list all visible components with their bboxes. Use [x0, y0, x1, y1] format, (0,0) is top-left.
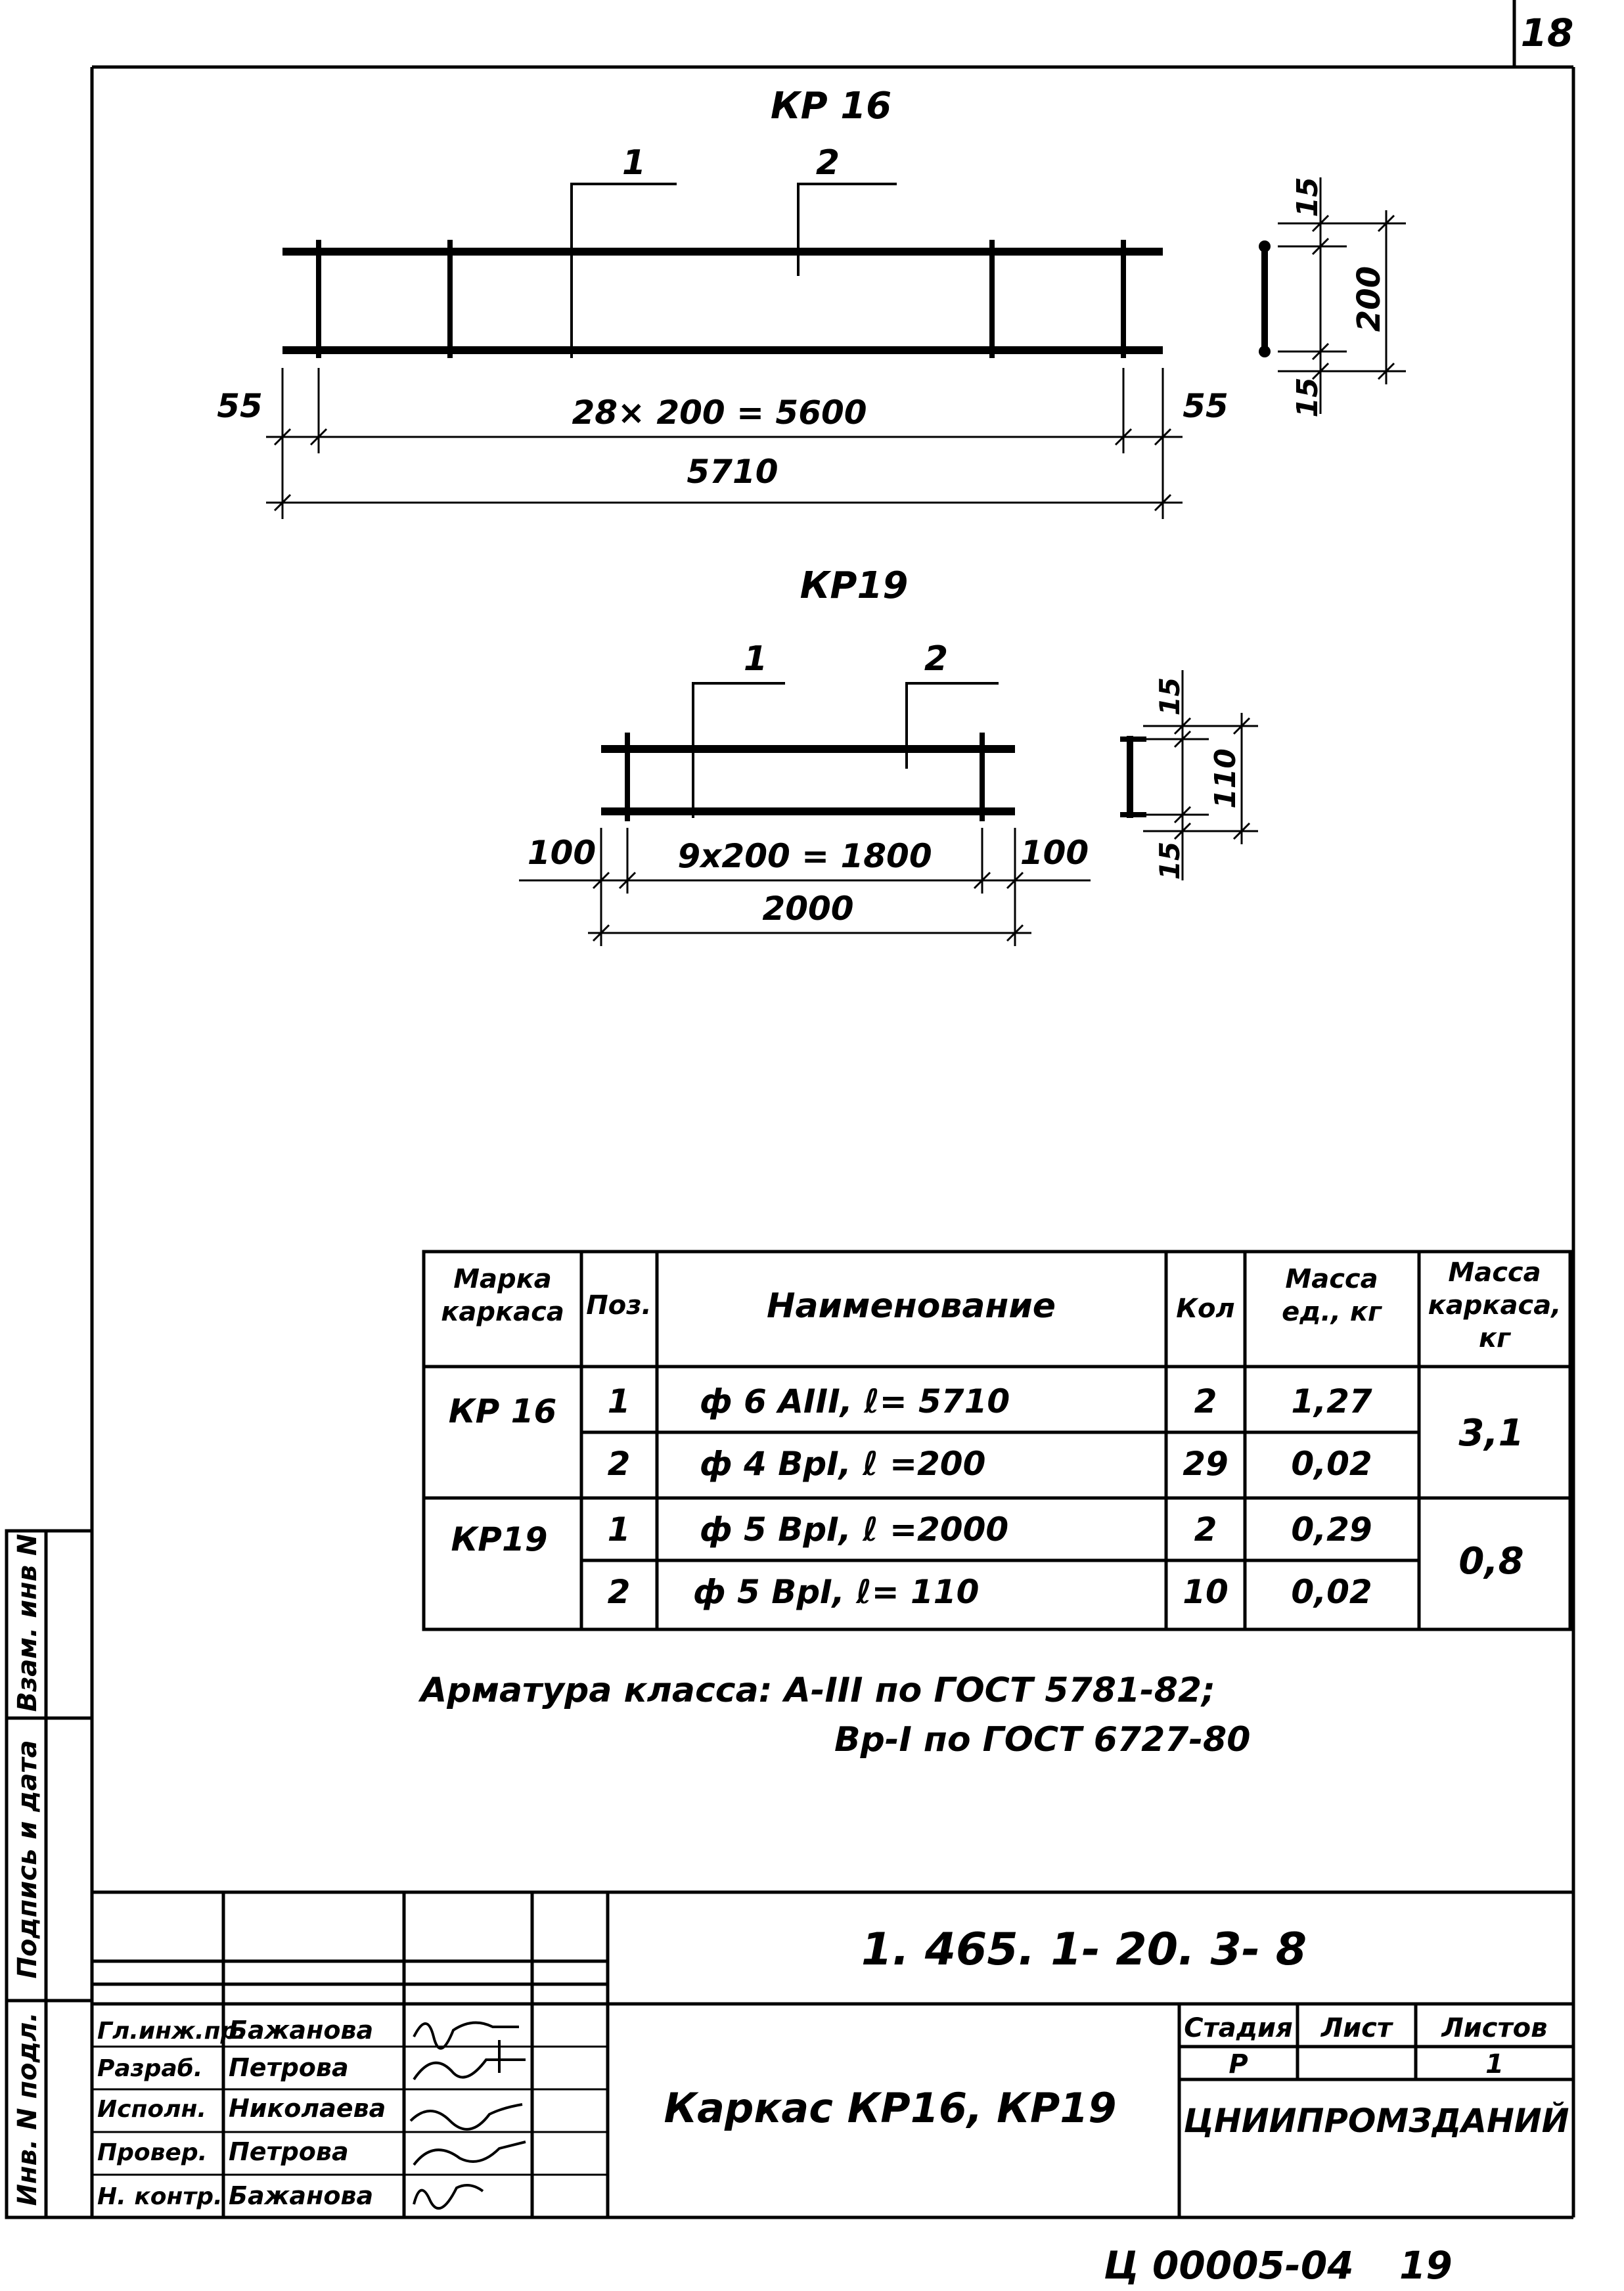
kr16-dim-span: 28× 200 = 5600	[572, 394, 867, 432]
name-cell: ф 6 АIII, ℓ= 5710	[700, 1382, 1010, 1420]
kr19-pos1: 1	[744, 639, 767, 679]
th-mass-frame-3: кг	[1479, 1323, 1511, 1353]
doc-title: Каркас КР16, КР19	[664, 2084, 1116, 2132]
kr19-section-dim-bottom: 15	[1154, 842, 1186, 880]
name-cell: ф 5 ВрI, ℓ =2000	[700, 1510, 1008, 1549]
role-label: Н. контр.	[97, 2183, 223, 2210]
kr16-transverse-bars	[316, 240, 1126, 358]
kr16-section-dim-top: 15	[1291, 177, 1324, 217]
kr16-section-dim-height: 200	[1351, 266, 1387, 332]
pos-cell: 1	[608, 1510, 631, 1549]
top-sheet-number: 18	[1521, 11, 1574, 55]
mass-cell: 0,29	[1291, 1510, 1372, 1549]
kr19-section-dim-height: 110	[1209, 748, 1242, 809]
th-pos: Поз.	[586, 1290, 651, 1321]
kr16-leaders	[570, 183, 897, 358]
mass-cell: 0,02	[1291, 1573, 1372, 1611]
kr16-title: КР 16	[771, 85, 891, 127]
qty-cell: 2	[1194, 1510, 1217, 1549]
mark-cell: КР 16	[449, 1392, 557, 1430]
sheets-label: Листов	[1441, 2013, 1548, 2043]
qty-cell: 2	[1194, 1382, 1217, 1420]
side-stamp-inv: Инв. N подл.	[12, 2012, 43, 2206]
kr19-dim-right: 100	[1020, 834, 1089, 872]
mass-cell: 1,27	[1291, 1382, 1372, 1420]
kr19-dim-left: 100	[528, 834, 596, 872]
role-name: Петрова	[229, 2137, 349, 2166]
kr19-dimensions	[519, 828, 1091, 946]
role-label: Гл.инж.пр.	[97, 2018, 246, 2045]
kr16-section: 15 200 15	[1259, 177, 1406, 418]
kr19-transverse-bars	[625, 733, 985, 821]
kr19-dim-span: 9х200 = 1800	[677, 837, 932, 875]
note-line-1: Арматура класса: А-III по ГОСТ 5781-82;	[418, 1671, 1215, 1710]
kr16-pos1: 1	[622, 143, 646, 183]
signature-5	[413, 2184, 484, 2210]
kr16-section-dim-bottom: 15	[1291, 377, 1324, 417]
stage-label: Стадия	[1184, 2013, 1293, 2043]
doc-code: 1. 465. 1- 20. 3- 8	[861, 1924, 1307, 1976]
kr16-dim-left: 55	[217, 387, 263, 425]
pos-cell: 2	[608, 1573, 631, 1611]
kr19-title: КР19	[800, 564, 909, 607]
kr19-pos2: 2	[924, 639, 948, 679]
th-qty: Кол	[1176, 1294, 1234, 1324]
kr19-drawing: КР19 1 2 100 9х200 = 1800	[519, 564, 1258, 946]
qty-cell: 29	[1183, 1445, 1229, 1483]
kr19-section-dim-top: 15	[1154, 677, 1186, 715]
th-name: Наименование	[767, 1286, 1056, 1326]
role-label: Провер.	[97, 2139, 207, 2166]
side-stamp: Инв. N подл. Подпись и дата Взам. инв N	[5, 1529, 94, 2219]
role-label: Разраб.	[97, 2055, 202, 2082]
th-mass-frame-2: каркаса,	[1428, 1290, 1562, 1321]
signatures	[409, 2021, 526, 2210]
role-name: Николаева	[229, 2094, 386, 2123]
role-name: Петрова	[229, 2053, 349, 2082]
sheet-frame	[90, 0, 1575, 2219]
signature-4	[413, 2141, 526, 2166]
signature-2	[413, 2040, 526, 2081]
organization: ЦНИИПРОМЗДАНИЙ	[1184, 2101, 1569, 2140]
name-cell: ф 5 ВрI, ℓ= 110	[693, 1573, 979, 1611]
side-stamp-sign: Подпись и дата	[12, 1740, 43, 1978]
sheet-label: Лист	[1320, 2013, 1394, 2043]
kr19-dim-total: 2000	[762, 890, 853, 928]
kr16-pos2: 2	[816, 143, 840, 183]
stage-value: Р	[1229, 2049, 1248, 2079]
note-line-2: Вр-I по ГОСТ 6727-80	[834, 1720, 1250, 1759]
name-cell: ф 4 ВрI, ℓ =200	[700, 1445, 985, 1483]
mass-cell: 0,02	[1291, 1445, 1372, 1483]
kr16-dim-right: 55	[1183, 387, 1229, 425]
side-stamp-replace: Взам. инв N	[12, 1534, 43, 1712]
role-name: Бажанова	[229, 2181, 373, 2210]
role-name: Бажанова	[229, 2016, 373, 2045]
sheets-value: 1	[1485, 2049, 1504, 2079]
signature-3	[409, 2103, 523, 2131]
th-mass-one-1: Масса	[1285, 1264, 1378, 1294]
th-mass-frame-1: Масса	[1448, 1258, 1541, 1288]
spec-table: Марка каркаса Поз. Наименование Кол Масс…	[422, 1250, 1572, 1631]
kr19-leaders	[692, 682, 999, 818]
mass-frame-cell: 3,1	[1458, 1412, 1523, 1455]
signature-1	[413, 2021, 519, 2050]
th-mark-1: Марка	[453, 1264, 552, 1294]
mass-frame-cell: 0,8	[1458, 1540, 1523, 1583]
qty-cell: 10	[1183, 1573, 1229, 1611]
th-mark-2: каркаса	[441, 1297, 564, 1327]
pos-cell: 2	[608, 1445, 631, 1483]
bottom-number: 19	[1399, 2243, 1453, 2288]
bottom-code: Ц 00005-04	[1104, 2243, 1354, 2288]
th-mass-one-2: ед., кг	[1282, 1297, 1382, 1327]
role-label: Исполн.	[97, 2096, 206, 2123]
title-block: 1. 465. 1- 20. 3- 8 Каркас КР16, КР19 Ст…	[92, 1890, 1573, 2217]
kr16-drawing: КР 16 1 2	[217, 85, 1406, 519]
kr19-section: 15 110 15	[1120, 670, 1258, 880]
pos-cell: 1	[608, 1382, 631, 1420]
kr16-dim-total: 5710	[687, 453, 778, 491]
kr16-dimensions	[266, 368, 1183, 519]
mark-cell: КР19	[451, 1520, 547, 1558]
